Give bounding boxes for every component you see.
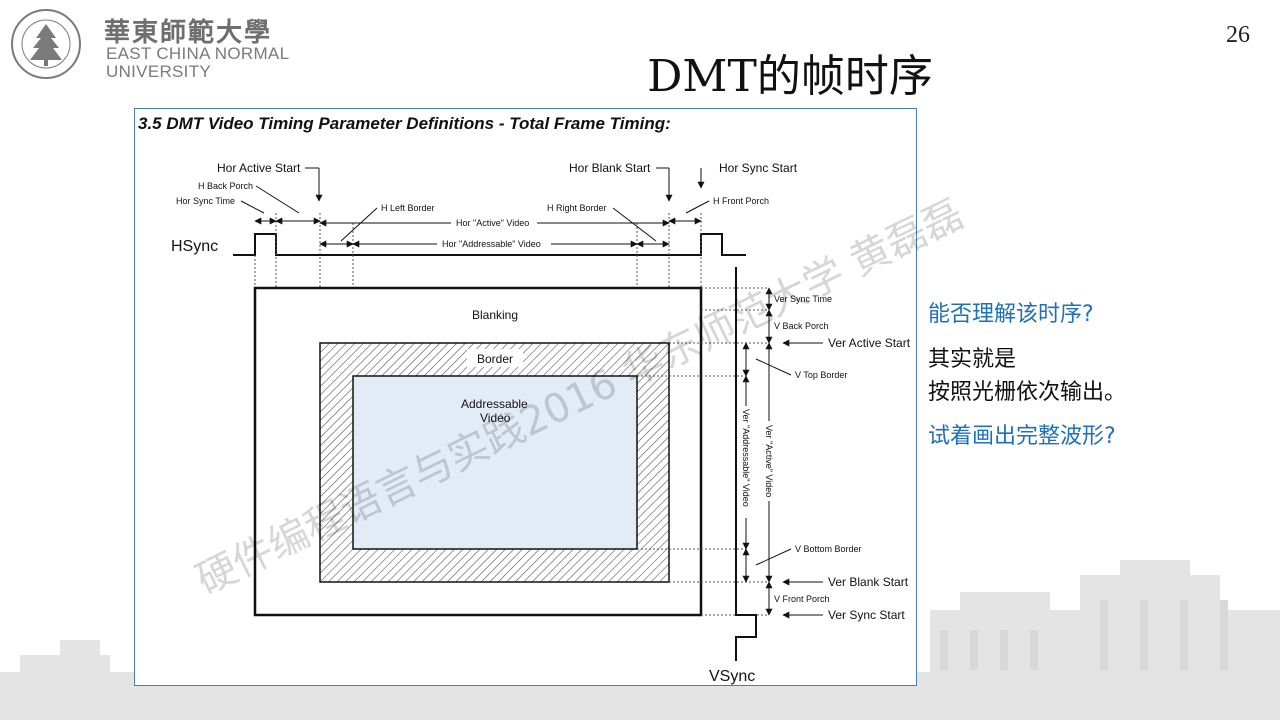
question-understand-timing: 能否理解该时序? xyxy=(928,302,1094,327)
h-right-border-label: H Right Border xyxy=(547,203,607,213)
ver-sync-time-label: Ver Sync Time xyxy=(774,294,832,304)
ver-sync-start-label: Ver Sync Start xyxy=(828,608,905,622)
timing-diagram: 3.5 DMT Video Timing Parameter Definitio… xyxy=(138,114,911,685)
hor-blank-start-label: Hor Blank Start xyxy=(569,161,651,175)
blanking-label: Blanking xyxy=(472,308,518,322)
h-back-porch-label: H Back Porch xyxy=(198,181,253,191)
logo-name-cn: 華東師範大學 xyxy=(104,18,273,48)
hsync-label: HSync xyxy=(171,238,218,255)
logo-name-en-line2: UNIVERSITY xyxy=(106,62,212,81)
hor-addressable-video-label: Hor "Addressable" Video xyxy=(442,239,541,249)
question-draw-waveform: 试着画出完整波形? xyxy=(928,424,1116,449)
addressable-video-label-line2: Video xyxy=(480,411,511,425)
answer-line-1: 其实就是 xyxy=(928,347,1017,372)
hor-active-video-label: Hor "Active" Video xyxy=(456,218,529,228)
dmt-timing-figure: 3.5 DMT Video Timing Parameter Definitio… xyxy=(134,108,917,686)
h-front-porch-label: H Front Porch xyxy=(713,196,769,206)
addressable-video-region xyxy=(352,375,638,550)
university-logo: 華東師範大學 EAST CHINA NORMAL UNIVERSITY xyxy=(8,6,298,82)
ver-active-video-label: Ver "Active" Video xyxy=(764,425,774,497)
figure-heading: 3.5 DMT Video Timing Parameter Definitio… xyxy=(138,114,671,133)
h-left-border-label: H Left Border xyxy=(381,203,435,213)
hor-active-start-label: Hor Active Start xyxy=(217,161,301,175)
border-label: Border xyxy=(477,352,513,366)
hor-sync-time-label: Hor Sync Time xyxy=(176,196,235,206)
vsync-waveform xyxy=(735,267,757,661)
slide-title: DMT的帧时序 xyxy=(647,51,933,102)
answer-line-2: 按照光栅依次输出。 xyxy=(928,380,1127,405)
addressable-video-label-line1: Addressable xyxy=(461,397,528,411)
hsync-waveform xyxy=(233,233,746,256)
v-front-porch-label: V Front Porch xyxy=(774,594,830,604)
university-seal-icon xyxy=(11,9,81,79)
v-bottom-border-label: V Bottom Border xyxy=(795,544,862,554)
vsync-label: VSync xyxy=(709,668,755,685)
ver-addressable-video-label: Ver "Addressable" Video xyxy=(741,409,751,507)
ver-blank-start-label: Ver Blank Start xyxy=(828,575,909,589)
logo-name-en-line1: EAST CHINA NORMAL xyxy=(106,44,290,63)
page-number: 26 xyxy=(1226,22,1250,48)
v-back-porch-label: V Back Porch xyxy=(774,321,829,331)
ver-active-start-label: Ver Active Start xyxy=(828,336,911,350)
v-top-border-label: V Top Border xyxy=(795,370,847,380)
hor-sync-start-label: Hor Sync Start xyxy=(719,161,798,175)
